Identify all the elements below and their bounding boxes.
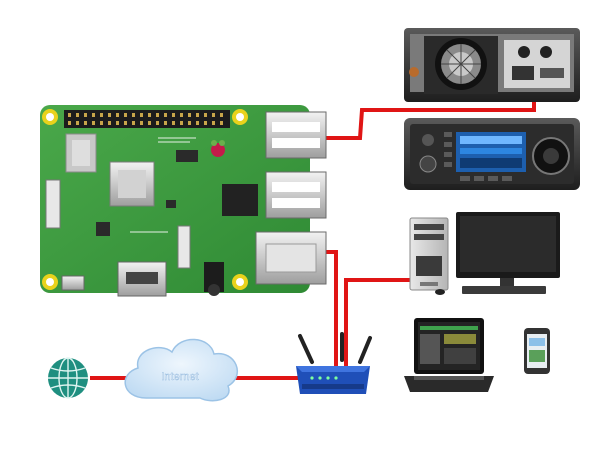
cable-router-to-pc — [344, 278, 410, 370]
laptop-icon — [404, 318, 494, 392]
internet-cloud-icon: Internet — [124, 338, 239, 402]
hf-transceiver-back-icon — [404, 28, 580, 102]
raspberry-pi-board-icon — [40, 105, 327, 297]
cable-pi-to-router — [320, 250, 338, 370]
internet-cloud-label: Internet — [161, 371, 198, 383]
transceiver-front-icon — [404, 118, 580, 190]
wifi-router-icon — [296, 332, 372, 394]
desktop-pc-icon — [409, 212, 560, 295]
globe-icon — [48, 357, 88, 399]
smartphone-icon — [524, 328, 550, 374]
